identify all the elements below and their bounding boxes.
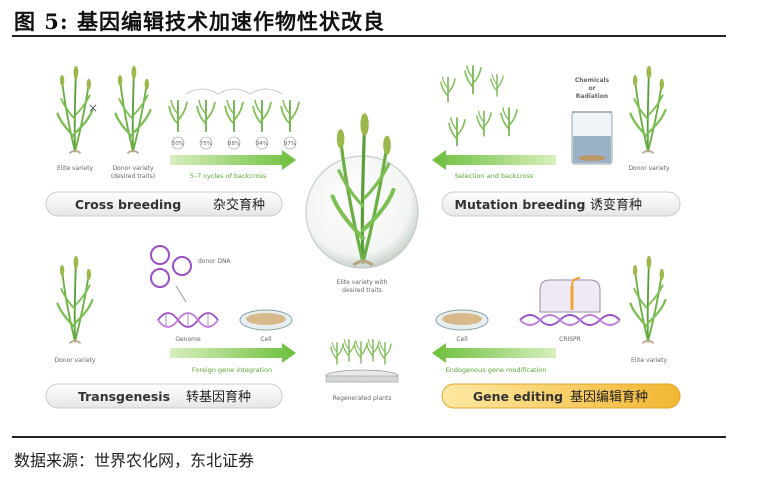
- transgenesis-cell-label: Cell: [260, 336, 272, 343]
- gene-editing-arrow-label: Endogenous gene modification: [446, 366, 547, 374]
- center-label-line2: desired traits: [342, 287, 382, 294]
- percent-label-3: 88%: [228, 141, 240, 147]
- cross-breeding-pill: [45, 191, 283, 217]
- backcross-loop-arrows: [185, 88, 283, 95]
- mutation-arrow: [432, 150, 556, 170]
- mutant-plant-icon: [464, 64, 482, 96]
- mutation-donor-label: Donor variety: [628, 165, 670, 172]
- cross-arrow: [170, 150, 296, 170]
- top-rule: [12, 35, 726, 37]
- regenerated-plant-icon: [366, 338, 380, 363]
- donor-traits-label: (desired traits): [111, 173, 155, 180]
- backcross-plant-2: [196, 99, 216, 133]
- mutant-plant-icon: [500, 106, 518, 138]
- regenerated-label: Regenerated plants: [333, 395, 392, 402]
- gene-editing-section: Cell CRISPR Elite variety Endogenous gen…: [432, 254, 681, 409]
- ge-elite-plant-icon: [629, 254, 667, 345]
- ge-cell-label: Cell: [456, 336, 468, 343]
- donor-variety-label: Donor variety: [112, 165, 154, 172]
- mutant-plant-icon: [490, 73, 504, 98]
- backcross-series: 50% 75% 88% 94% 97%: [168, 88, 300, 150]
- percent-label-1: 50%: [172, 141, 184, 147]
- ge-elite-label: Elite variety: [631, 357, 667, 364]
- donor-dna-rings-icon: [150, 245, 192, 288]
- gene-editing-arrow: [432, 343, 556, 363]
- mutation-arrow-label: Selection and backcross: [455, 172, 534, 180]
- transgenesis-arrow: [170, 343, 296, 363]
- mutant-plant-icon: [448, 116, 466, 148]
- mutation-breeding-section: Chemicals or Radiation Donor variety Sel…: [432, 64, 681, 217]
- regenerated-plant-icon: [342, 338, 356, 363]
- ge-petri-dish-icon: [435, 309, 489, 331]
- genome-label: Genome: [175, 336, 201, 343]
- mutation-breeding-cn-label: 诱变育种: [590, 197, 642, 213]
- donor-dna-label: donor DNA: [198, 258, 231, 265]
- cross-breeding-label: Cross breeding: [75, 197, 181, 212]
- chemicals-or-label: or: [588, 85, 595, 92]
- backcross-plant-4: [252, 99, 272, 133]
- gene-editing-pill: [441, 383, 681, 409]
- radiation-label: Radiation: [576, 93, 608, 100]
- percent-label-5: 97%: [284, 141, 296, 147]
- regenerated-plants-tray: [325, 338, 399, 383]
- mutation-breeding-label: Mutation breeding: [455, 197, 586, 212]
- regenerated-plant-icon: [330, 341, 344, 366]
- transgenesis-section: Donor variety donor DNA Genome Cell Fore…: [45, 245, 296, 409]
- dna-pointer-line: [175, 285, 187, 303]
- cross-times-sign: ×: [88, 101, 98, 115]
- transgenesis-label: Transgenesis: [78, 389, 170, 404]
- dna-helix-icon: [157, 312, 219, 328]
- center-section: Elite variety with desired traits Regene…: [305, 113, 419, 402]
- transgenesis-donor-plant-icon: [56, 254, 94, 345]
- cross-breeding-cn-label: 杂交育种: [213, 197, 265, 213]
- crispr-label: CRISPR: [559, 336, 581, 343]
- mutant-plant-icon: [440, 76, 456, 104]
- transgenesis-arrow-label: Foreign gene integration: [192, 366, 272, 374]
- breeding-diagram: × Elite variety Donor variety (desired t…: [45, 64, 681, 409]
- backcross-plant-1: [168, 99, 188, 133]
- transgenesis-cn-label: 转基因育种: [186, 389, 251, 405]
- mutation-breeding-pill: [441, 191, 681, 217]
- transgenesis-pill: [45, 383, 283, 409]
- cross-breeding-section: × Elite variety Donor variety (desired t…: [45, 64, 300, 217]
- bottom-rule: [12, 436, 726, 438]
- transgenesis-donor-label: Donor variety: [54, 357, 96, 364]
- petri-dish-icon: [239, 309, 293, 331]
- elite-variety-label: Elite variety: [57, 165, 93, 172]
- beaker-icon: [571, 111, 613, 165]
- mutant-plant-icon: [476, 110, 492, 138]
- donor-plant-icon: [114, 64, 152, 155]
- backcross-plant-3: [224, 99, 244, 133]
- figure-title: 图 5: 基因编辑技术加速作物性状改良: [14, 9, 385, 34]
- source-note: 数据来源：世界农化网，东北证券: [14, 451, 255, 470]
- gene-editing-cn-label: 基因编辑育种: [570, 389, 648, 405]
- chemicals-label: Chemicals: [575, 77, 610, 84]
- crispr-complex-icon: [519, 277, 621, 326]
- percent-label-4: 94%: [256, 141, 268, 147]
- percent-label-2: 75%: [200, 141, 212, 147]
- gene-editing-label: Gene editing: [473, 389, 563, 404]
- regenerated-plant-icon: [378, 341, 392, 366]
- regenerated-plant-icon: [354, 340, 368, 365]
- mutation-donor-plant-icon: [629, 64, 667, 155]
- center-label-line1: Elite variety with: [337, 279, 388, 286]
- cross-arrow-label: 5–7 cycles of backcross: [190, 172, 267, 180]
- backcross-plant-5: [280, 99, 300, 133]
